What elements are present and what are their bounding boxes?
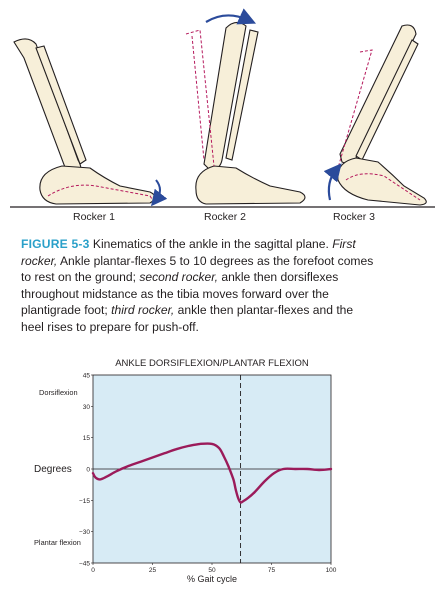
chart-title: ANKLE DORSIFLEXION/PLANTAR FLEXION bbox=[115, 358, 309, 369]
y-tick-label: 0 bbox=[86, 467, 90, 474]
caption-text: to rest on the ground; bbox=[21, 270, 140, 285]
rocker-2-label: Rocker 2 bbox=[204, 211, 247, 223]
x-tick-label: 50 bbox=[208, 567, 216, 574]
caption-italic: third rocker, bbox=[111, 303, 175, 318]
caption-text: Kinematics of the ankle in the sagittal … bbox=[89, 237, 333, 251]
rocker-illustration bbox=[10, 8, 435, 208]
rocker-1-label: Rocker 1 bbox=[73, 211, 116, 223]
rocker-2-leg bbox=[195, 21, 306, 205]
x-tick-label: 0 bbox=[91, 567, 95, 574]
rocker-1-dashed-outline bbox=[47, 184, 155, 203]
series-line-ankle-angle bbox=[91, 442, 333, 504]
caption-text: Ankle plantar-flexes 5 to 10 degrees as … bbox=[57, 253, 374, 268]
dorsiflexion-label: Dorsiflexion bbox=[39, 388, 78, 397]
figure-caption: FIGURE 5-3 Kinematics of the ankle in th… bbox=[21, 236, 426, 336]
y-tick-label: −45 bbox=[79, 561, 90, 568]
y-tick-label: −30 bbox=[79, 529, 90, 536]
rocker-3-leg bbox=[337, 24, 427, 206]
rocker-2-dashed-outline bbox=[185, 29, 215, 167]
y-tick-label: 45 bbox=[83, 373, 91, 380]
y-tick-label: 15 bbox=[83, 435, 91, 442]
caption-line-2: rocker, Ankle plantar-flexes 5 to 10 deg… bbox=[21, 253, 426, 270]
caption-italic: second rocker, bbox=[139, 270, 218, 285]
caption-line-1: FIGURE 5-3 Kinematics of the ankle in th… bbox=[21, 236, 426, 253]
x-tick-label: 75 bbox=[268, 567, 276, 574]
caption-line-4: throughout midstance as the tibia moves … bbox=[21, 286, 329, 301]
rocker-3-arrow bbox=[323, 163, 342, 201]
plantar-flexion-label: Plantar flexion bbox=[34, 538, 81, 547]
x-tick-label: 25 bbox=[149, 567, 157, 574]
y-tick-label: −15 bbox=[79, 498, 90, 505]
x-axis-label: % Gait cycle bbox=[187, 574, 237, 584]
caption-text: plantigrade foot; bbox=[21, 303, 112, 318]
caption-line-5: plantigrade foot; third rocker, ankle th… bbox=[21, 302, 426, 319]
rocker-3-label: Rocker 3 bbox=[333, 211, 376, 223]
rocker-1-leg bbox=[13, 38, 156, 205]
caption-text: ankle then plantar-flexes and the bbox=[174, 303, 354, 318]
x-tick-label: 100 bbox=[326, 567, 337, 574]
y-axis-ticks: 45 30 15 0 −15 −30 −45 bbox=[79, 373, 93, 568]
y-axis-label: Degrees bbox=[34, 464, 72, 475]
rocker-3-dashed-outline bbox=[337, 49, 421, 201]
y-tick-label: 30 bbox=[83, 404, 91, 411]
caption-line-3: to rest on the ground; second rocker, an… bbox=[21, 269, 426, 286]
caption-text: ankle then dorsiflexes bbox=[217, 270, 339, 285]
caption-italic: rocker, bbox=[21, 253, 58, 268]
rocker-2-arrow bbox=[205, 8, 257, 25]
ankle-chart: ANKLE DORSIFLEXION/PLANTAR FLEXION 45 30 1… bbox=[34, 358, 337, 584]
caption-line-6: heel rises to prepare for push-off. bbox=[21, 319, 199, 334]
figure-label: FIGURE 5-3 bbox=[21, 237, 90, 251]
rocker-1-arrow bbox=[151, 179, 168, 207]
x-axis-ticks: 0 25 50 75 100 bbox=[91, 563, 337, 574]
caption-italic: First bbox=[332, 237, 356, 251]
